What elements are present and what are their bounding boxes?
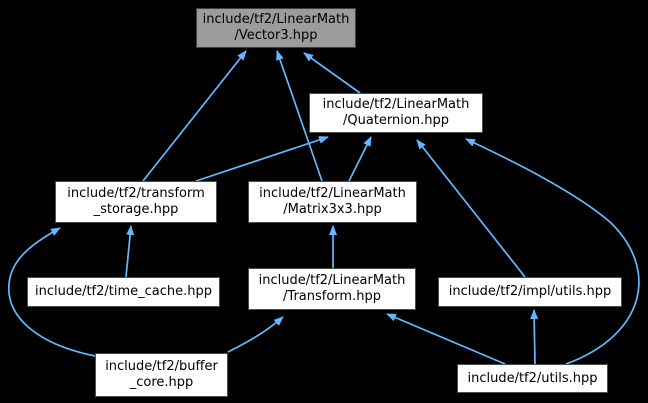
edge-matrix3x3-to-vector3	[276, 50, 323, 182]
edge-utils-to-transform	[386, 313, 506, 365]
edge-utils-to-impl-utils	[530, 309, 539, 365]
edge-buffer-core-to-transform-storage	[8, 227, 96, 357]
node-label: _storage.hpp	[93, 202, 179, 217]
node-transform-storage-hpp[interactable]: include/tf2/transform _storage.hpp	[55, 181, 217, 223]
node-label: include/tf2/transform	[67, 186, 205, 201]
edge-buffer-core-to-transform	[227, 316, 284, 353]
edge-quaternion-to-vector3	[303, 52, 361, 94]
node-label: _core.hpp	[129, 375, 194, 390]
edge-transform-storage-to-vector3	[142, 50, 247, 182]
node-label: /Transform.hpp	[283, 289, 381, 304]
node-buffer-core-hpp[interactable]: include/tf2/buffer _core.hpp	[95, 353, 228, 397]
edge-impl-utils-to-quaternion	[416, 139, 526, 278]
edge-utils-to-quaternion	[465, 138, 640, 365]
node-impl-utils-hpp[interactable]: include/tf2/impl/utils.hpp	[438, 277, 622, 307]
node-label: /Quaternion.hpp	[343, 113, 449, 128]
node-quaternion-hpp[interactable]: include/tf2/LinearMath /Quaternion.hpp	[309, 93, 483, 133]
node-label: include/tf2/LinearMath	[259, 186, 406, 201]
node-utils-hpp[interactable]: include/tf2/utils.hpp	[457, 364, 608, 393]
node-label: include/tf2/LinearMath	[258, 273, 406, 288]
node-label: /Vector3.hpp	[234, 28, 318, 43]
node-label: include/tf2/impl/utils.hpp	[448, 284, 612, 299]
edge-matrix3x3-to-quaternion	[348, 136, 372, 182]
node-transform-hpp[interactable]: include/tf2/LinearMath /Transform.hpp	[248, 268, 416, 310]
node-matrix3x3-hpp[interactable]: include/tf2/LinearMath /Matrix3x3.hpp	[248, 181, 417, 223]
node-vector3-hpp[interactable]: include/tf2/LinearMath /Vector3.hpp	[196, 8, 356, 48]
node-label: /Matrix3x3.hpp	[283, 202, 382, 217]
node-label: include/tf2/LinearMath	[322, 97, 470, 112]
node-label: include/tf2/utils.hpp	[467, 370, 598, 386]
edge-transform-storage-to-quaternion	[195, 136, 329, 182]
node-label: include/tf2/time_cache.hpp	[34, 284, 213, 299]
node-time-cache-hpp[interactable]: include/tf2/time_cache.hpp	[27, 277, 220, 307]
edge-time-cache-to-transform-storage	[125, 225, 135, 278]
node-label: include/tf2/LinearMath	[202, 12, 350, 27]
node-label: include/tf2/buffer	[105, 359, 218, 374]
